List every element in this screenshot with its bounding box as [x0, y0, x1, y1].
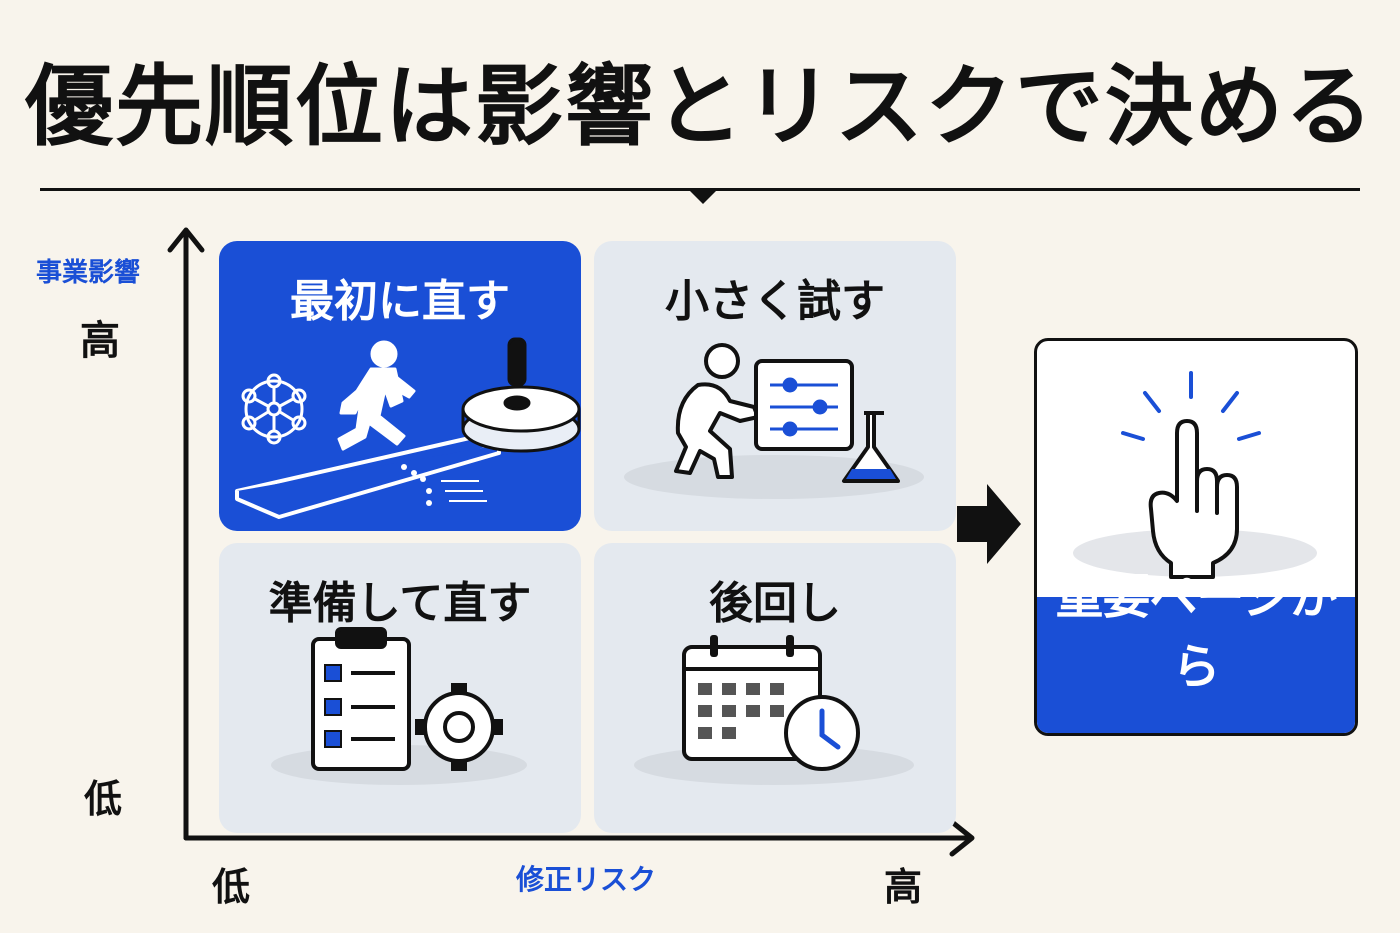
calendar-clock-icon — [634, 635, 914, 785]
divider-notch — [689, 190, 717, 204]
x-axis-low: 低 — [212, 865, 251, 909]
pointing-finger-icon — [1073, 371, 1317, 579]
title-divider — [40, 188, 1360, 191]
checklist-gear-icon — [271, 627, 527, 785]
quadrant-prepare-fix: 準備して直す — [219, 543, 581, 833]
callout-label: 重要ページから — [1055, 569, 1337, 695]
quadrant-label: 小さく試す — [665, 276, 885, 327]
runner-jumping-target-icon — [235, 337, 581, 519]
quadrant-try-small: 小さく試す — [594, 241, 956, 531]
y-axis-label: 事業影響 — [36, 258, 141, 288]
callout-band — [1037, 597, 1355, 733]
x-axis-high: 高 — [884, 865, 923, 909]
x-axis-label: 修正リスク — [516, 863, 657, 896]
arrow-right-icon — [957, 484, 1021, 564]
y-axis-high: 高 — [80, 318, 120, 364]
quadrant-fix-first: 最初に直す — [219, 241, 581, 531]
y-axis-low: 低 — [84, 777, 123, 821]
x-axis-arrowhead — [949, 819, 975, 857]
callout-card: 重要ページから — [1034, 338, 1358, 736]
page-title: 優先順位は影響とリスクで決める — [24, 55, 1375, 158]
person-sliders-flask-icon — [624, 343, 924, 499]
quadrant-label: 後回し — [709, 578, 841, 629]
quadrant-postpone: 後回し — [594, 543, 956, 833]
y-axis-arrowhead — [167, 227, 205, 253]
quadrant-label: 最初に直す — [290, 276, 510, 327]
quadrant-label: 準備して直す — [268, 578, 532, 629]
